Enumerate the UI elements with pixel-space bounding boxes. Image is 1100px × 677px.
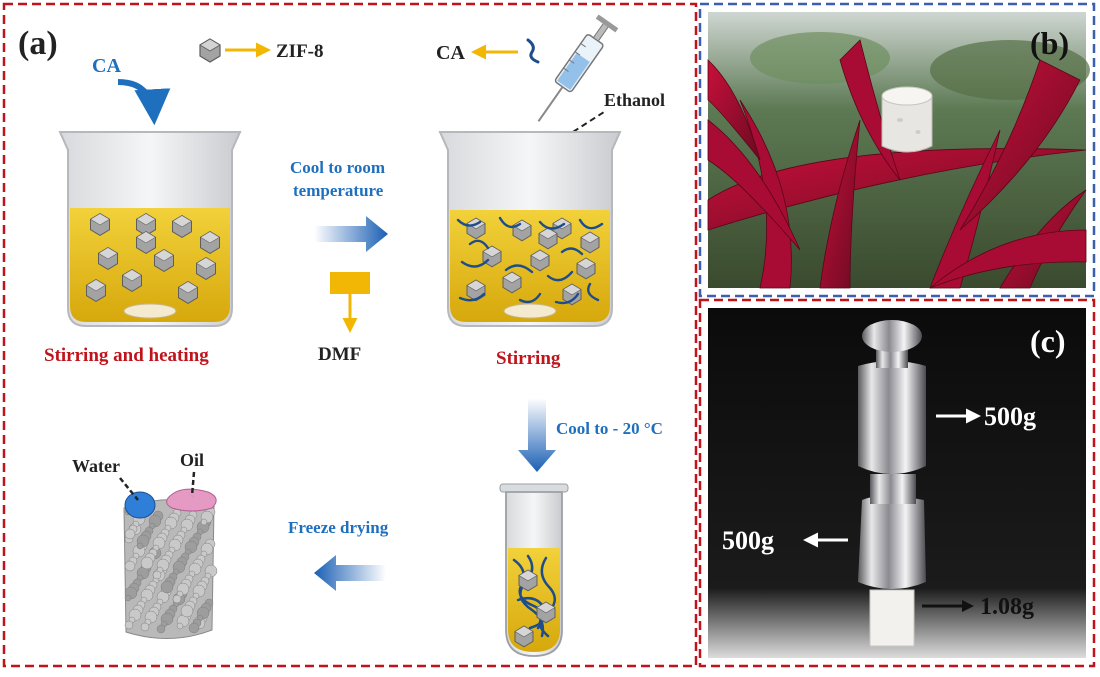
panel-c-photo — [708, 308, 1086, 658]
beaker-1-particles — [85, 212, 221, 304]
aerogel-sample-photo — [881, 86, 933, 153]
panel-b-frame — [698, 2, 1096, 298]
ca-label-right: CA — [436, 42, 465, 64]
weight-knob-neck — [876, 348, 908, 368]
beaker-2-caption: Stirring — [496, 348, 561, 369]
weight-neck — [870, 474, 916, 504]
panel-b-letter: (b) — [1030, 25, 1069, 61]
water-droplet — [124, 491, 156, 519]
dmf-label: DMF — [318, 344, 361, 365]
beaker-2-particles — [456, 216, 604, 306]
step-2-label: Cool to - 20 °C — [556, 419, 663, 438]
ethanol-label: Ethanol — [604, 90, 665, 110]
step-1-arrow — [314, 216, 388, 252]
oil-label: Oil — [180, 450, 204, 470]
step-3-label: Freeze drying — [288, 518, 389, 537]
syringe-icon — [537, 14, 619, 122]
step-3-arrow — [314, 555, 386, 591]
water-pointer — [119, 477, 139, 501]
dmf-bar — [330, 272, 370, 294]
sample-cylinder — [869, 589, 915, 647]
panel-c-letter: (c) — [1030, 323, 1066, 359]
test-tube — [499, 483, 569, 657]
oil-pointer — [190, 471, 196, 497]
panel-b-photo — [707, 12, 1090, 289]
panel-c-frame — [698, 298, 1096, 668]
aerogel-sponge — [123, 499, 218, 639]
panel-a-frame — [2, 2, 698, 668]
ca-add-arrow — [117, 79, 171, 126]
beaker-1-caption: Stirring and heating — [44, 345, 209, 366]
lower-weight — [858, 496, 926, 589]
water-label: Water — [72, 456, 120, 476]
ca-label-left: CA — [92, 55, 121, 77]
zif8-label: ZIF-8 — [276, 41, 324, 62]
panel-a-letter: (a) — [18, 25, 58, 62]
weight-knob — [862, 320, 922, 352]
step-1-label-line-1: Cool to room — [290, 158, 385, 177]
step-2-arrow — [518, 398, 556, 472]
upper-weight-label: 500g — [984, 402, 1036, 431]
sample-arrow-head — [962, 600, 974, 612]
sample-mass-label: 1.08g — [980, 594, 1034, 620]
lower-weight-label: 500g — [722, 526, 774, 555]
ca-fiber-icon — [526, 38, 540, 64]
zif8-legend-icon — [199, 38, 221, 63]
upper-weight — [858, 361, 926, 474]
step-1-label-line-2: temperature — [293, 181, 384, 200]
test-tube-particles — [514, 569, 556, 648]
